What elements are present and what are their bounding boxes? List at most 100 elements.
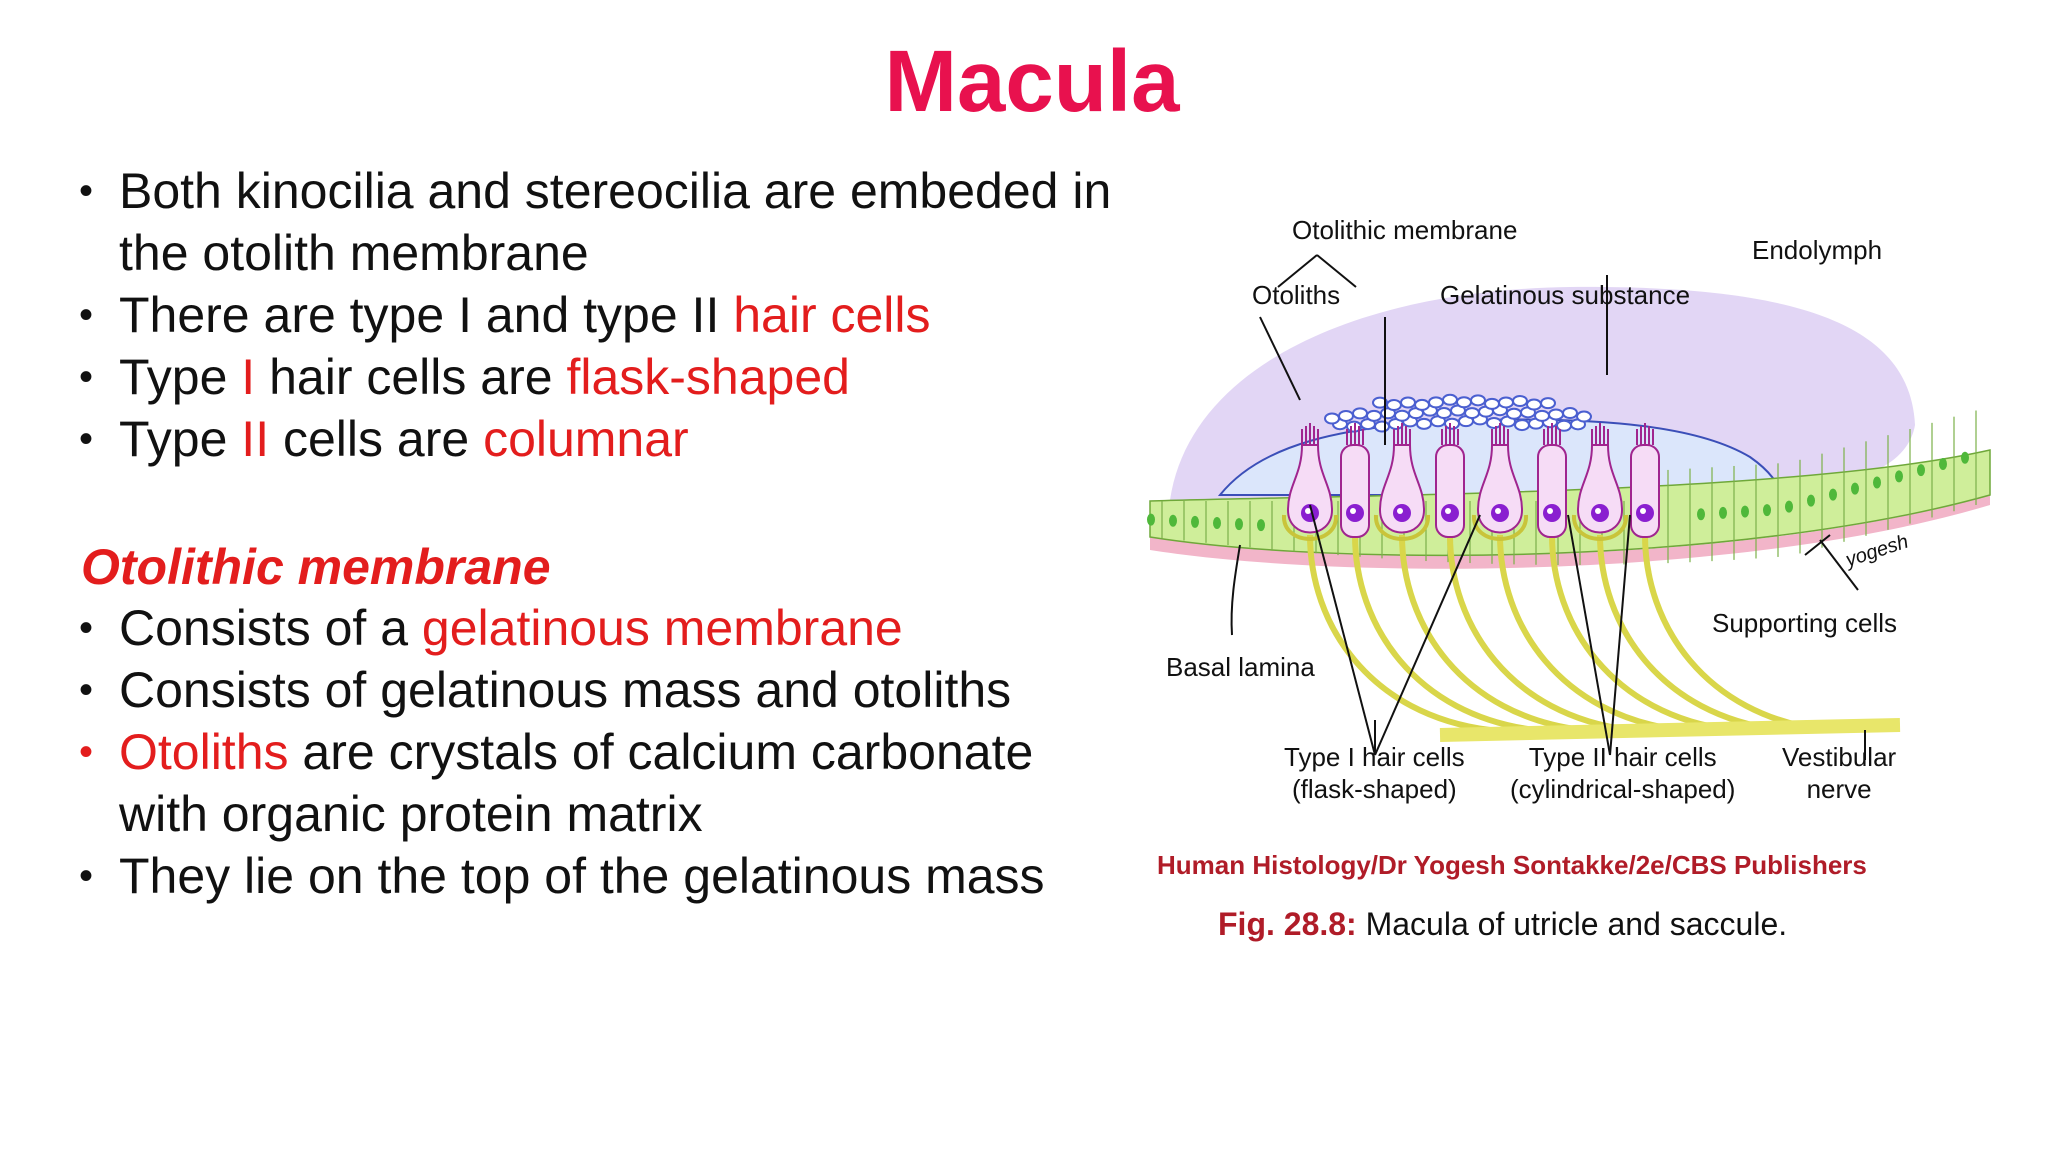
bullet-text: are crystals of calcium carbonate with o… (119, 724, 1034, 842)
hair-cell (1471, 423, 1529, 541)
subheading-otolithic-membrane: Otolithic membrane (81, 539, 551, 595)
otolith (1526, 398, 1542, 411)
bullet-dot: • (79, 169, 94, 213)
otolith (1352, 407, 1368, 420)
highlighted-text: flask-shaped (566, 349, 850, 405)
nerve-fiber (1497, 534, 1681, 733)
label-otolithic-membrane: Otolithic membrane (1292, 215, 1518, 245)
nerve-fiber (1642, 534, 1826, 733)
otolith-crystals (1324, 393, 1592, 433)
nerve-fiber (1307, 534, 1491, 733)
otolith (1394, 409, 1410, 422)
supporting-cell-nucleus (1895, 470, 1903, 483)
bullet-dot: • (79, 606, 94, 650)
otolith (1484, 397, 1500, 410)
bullet-text: Type (119, 411, 242, 467)
hair-cell (1373, 423, 1431, 541)
supporting-cell-nucleus (1697, 508, 1705, 521)
supporting-cell-nucleus (1917, 464, 1925, 477)
hair-cell (1630, 423, 1660, 538)
otolith (1486, 416, 1502, 429)
highlighted-text: Otoliths (119, 724, 289, 780)
supporting-cell-nucleus (1169, 514, 1177, 527)
otolith (1514, 419, 1530, 432)
bullet-text: Both kinocilia and stereocilia are embed… (119, 163, 1112, 281)
bullet-item: • Consists of a gelatinous membrane (79, 597, 1119, 659)
label-type2-hair-cells: Type II hair cells (cylindrical-shaped) (1510, 742, 1736, 804)
nerve-fiber (1399, 534, 1583, 733)
bullet-list-otolithic-membrane: •Consists of a gelatinous membrane•Consi… (79, 597, 1119, 907)
label-vestibular-nerve: Vestibular nerve (1782, 742, 1897, 804)
otolith (1576, 410, 1592, 423)
bullet-item: •Type I hair cells are flask-shaped (79, 346, 1119, 408)
bullet-item: •Consists of gelatinous mass and otolith… (79, 659, 1119, 721)
supporting-cell-nucleus (1191, 515, 1199, 528)
otolith (1506, 407, 1522, 420)
bullet-dot: • (79, 854, 94, 898)
otolith (1374, 420, 1390, 433)
bullet-text: Consists of a (119, 600, 422, 656)
otolith (1470, 394, 1486, 407)
hair-cell (1435, 423, 1465, 538)
supporting-cell-nucleus (1257, 519, 1265, 532)
otolith (1456, 396, 1472, 409)
otolith (1366, 409, 1382, 422)
bullet-item: • Both kinocilia and stereocilia are embe… (79, 160, 1119, 284)
supporting-cell-nucleus (1763, 504, 1771, 517)
hair-cell (1571, 423, 1629, 541)
highlighted-text: II (241, 411, 270, 467)
supporting-cell-nucleus (1851, 482, 1859, 495)
leader-lines (1230, 254, 1866, 760)
label-gelatinous-substance: Gelatinous substance (1440, 280, 1691, 310)
supporting-cell-nuclei (1147, 451, 1969, 532)
vestibular-nerve-bundle (1439, 718, 1901, 742)
otolith (1464, 407, 1480, 420)
otolith (1540, 397, 1556, 410)
otolith (1534, 409, 1550, 422)
figure-number: Fig. 28.8: (1218, 906, 1357, 942)
supporting-cell-nucleus (1807, 494, 1815, 507)
otolith (1386, 399, 1402, 412)
otolith (1416, 417, 1432, 430)
macula-diagram: Otolithic membrane Endolymph Otoliths Ge… (1140, 195, 2040, 915)
bullet-dot: • (79, 417, 94, 461)
label-endolymph: Endolymph (1752, 235, 1883, 265)
nerve-fiber (1352, 534, 1536, 733)
hair-cell (1281, 423, 1339, 541)
otolith (1442, 393, 1458, 406)
supporting-cell-nucleus (1785, 500, 1793, 513)
otolith (1428, 396, 1444, 409)
hair-cell (1340, 423, 1370, 538)
highlighted-text: I (241, 349, 256, 405)
supporting-cell-nucleus (1147, 513, 1155, 526)
supporting-cell-nucleus (1873, 476, 1881, 489)
figure-caption: Fig. 28.8: Macula of utricle and saccule… (1218, 906, 1787, 943)
otolith (1436, 407, 1452, 420)
otolith (1548, 408, 1564, 421)
bullet-item: • Otoliths are crystals of calcium carbon… (79, 721, 1119, 845)
otolith (1338, 409, 1354, 422)
otolith (1400, 396, 1416, 409)
bullet-text: hair cells are (255, 349, 567, 405)
figure-credit: Human Histology/Dr Yogesh Sontakke/2e/CB… (1157, 850, 1867, 880)
supporting-cell-nucleus (1741, 505, 1749, 518)
supporting-cell-nucleus (1829, 488, 1837, 501)
bullet-dot: • (79, 730, 94, 774)
otolith (1512, 395, 1528, 407)
bullet-text: Consists of gelatinous mass and otoliths (119, 662, 1012, 718)
label-supporting-cells: Supporting cells (1712, 608, 1897, 638)
supporting-cell-nucleus (1939, 457, 1947, 470)
nerve-fiber (1597, 534, 1781, 733)
nerve-fiber (1549, 534, 1733, 733)
label-type1-hair-cells: Type I hair cells (flask-shaped) (1284, 742, 1465, 804)
highlighted-text: hair cells (733, 287, 931, 343)
otolith (1562, 407, 1578, 419)
vestibular-nerve-fibers (1307, 534, 1826, 733)
supporting-cell-nucleus (1719, 506, 1727, 519)
bullet-dot: • (79, 293, 94, 337)
bullet-item: •There are type I and type II hair cells (79, 284, 1119, 346)
highlighted-text: columnar (483, 411, 689, 467)
bullet-list-hair-cells: • Both kinocilia and stereocilia are embe… (79, 160, 1119, 470)
supporting-cell-nucleus (1961, 451, 1969, 464)
highlighted-text: gelatinous membrane (421, 600, 903, 656)
